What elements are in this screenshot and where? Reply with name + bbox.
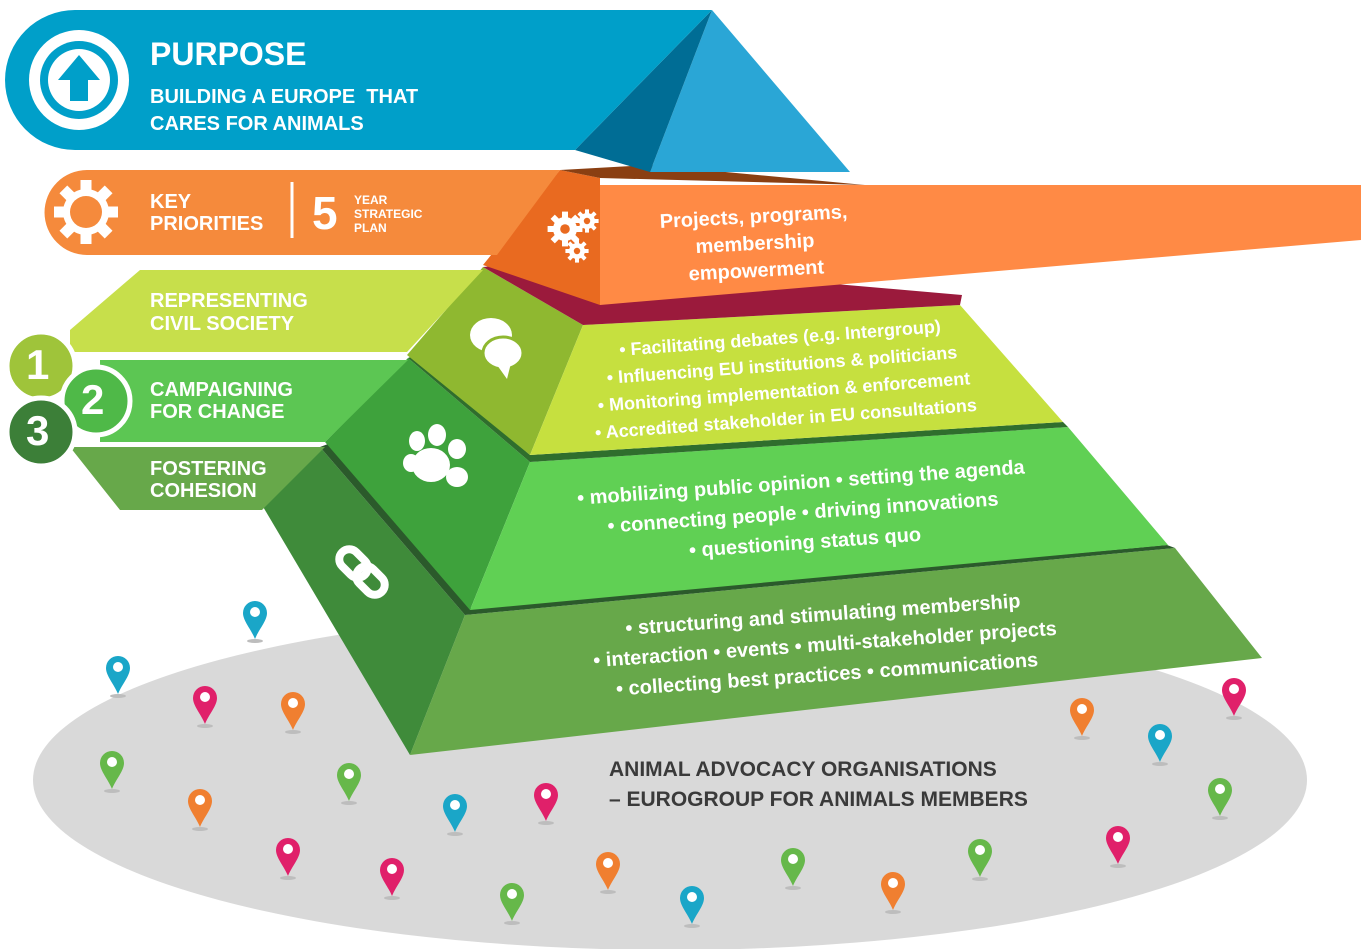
pillar2-line2: FOR CHANGE	[150, 401, 285, 423]
priorities-label: PRIORITIES	[150, 213, 264, 235]
ground-ellipse	[33, 610, 1307, 949]
map-pin-icon	[106, 656, 130, 698]
base-line1: ANIMAL ADVOCACY ORGANISATIONS	[609, 758, 997, 781]
map-pin-icon	[1222, 678, 1246, 720]
pillar1-line2: CIVIL SOCIETY	[150, 313, 295, 335]
tier2-front-face	[470, 427, 1168, 610]
pillar3-number-circle	[4, 395, 78, 469]
tier3-left-face	[262, 447, 465, 755]
purpose-right-face	[650, 10, 850, 172]
base-line2: – EUROGROUP FOR ANIMALS MEMBERS	[609, 788, 1028, 811]
pillar2-number-circle	[59, 364, 133, 438]
tier3-front-face	[410, 548, 1262, 755]
pillar3-line2: COHESION	[150, 480, 257, 502]
map-pin-icon	[1148, 724, 1172, 766]
map-pin-icon	[243, 601, 267, 643]
map-pin-icon	[193, 686, 217, 728]
priorities-front-face	[600, 185, 1361, 305]
purpose-banner	[5, 10, 712, 150]
pillar3-line1: FOSTERING	[150, 458, 267, 480]
gear-five-icon	[54, 180, 118, 244]
pillar1-number: 1	[26, 341, 50, 388]
map-pin-icon	[534, 783, 558, 825]
gears-icon	[547, 209, 599, 263]
priorities-top	[560, 165, 865, 185]
pillar3-banner	[70, 447, 325, 510]
map-pin-icon	[276, 838, 300, 880]
strategic-label: STRATEGIC	[354, 207, 423, 221]
paw-icon	[403, 424, 468, 487]
gear-five-number: 5	[74, 194, 91, 227]
map-pin-icon	[188, 789, 212, 831]
purpose-line2: CARES FOR ANIMALS	[150, 113, 364, 135]
map-pin-icon	[781, 848, 805, 890]
map-pin-icon	[1070, 698, 1094, 740]
year-number: 5	[312, 187, 338, 239]
map-pin-icon	[596, 852, 620, 894]
map-pin-icon	[1208, 778, 1232, 820]
map-pin-icon	[443, 794, 467, 836]
speech-bubbles-icon	[470, 318, 525, 379]
map-pin-icon	[968, 839, 992, 881]
pillar1-banner	[70, 270, 483, 352]
pillar3-number: 3	[26, 407, 50, 454]
priorities-tier-text: Projects, programs, membership empowerme…	[638, 198, 872, 291]
map-pin-icon	[881, 872, 905, 914]
map-pin-icon	[100, 751, 124, 793]
up-arrow-icon	[58, 55, 100, 101]
tier2-ledge	[408, 355, 1068, 462]
map-pins	[100, 601, 1246, 928]
plan-label: PLAN	[354, 221, 387, 235]
pillar2-banner	[100, 360, 408, 442]
map-pin-icon	[281, 692, 305, 734]
tier2-left-face	[325, 358, 530, 610]
purpose-title: PURPOSE	[150, 36, 307, 72]
tier1-front-face	[530, 305, 1063, 455]
map-pin-icon	[1106, 826, 1130, 868]
priorities-banner	[44, 170, 560, 255]
pillar1-line1: REPRESENTING	[150, 290, 308, 312]
map-pin-icon	[500, 883, 524, 925]
map-pin-icon	[380, 858, 404, 900]
purpose-line1: BUILDING A EUROPE THAT	[150, 86, 419, 108]
year-label: YEAR	[354, 193, 388, 207]
key-label: KEY	[150, 191, 192, 213]
map-pin-icon	[680, 886, 704, 928]
map-pin-icon	[337, 763, 361, 805]
priorities-left-face	[483, 170, 600, 305]
purpose-left-face	[575, 10, 712, 172]
pillar2-number: 2	[81, 376, 105, 423]
pillar2-line1: CAMPAIGNING	[150, 379, 293, 401]
